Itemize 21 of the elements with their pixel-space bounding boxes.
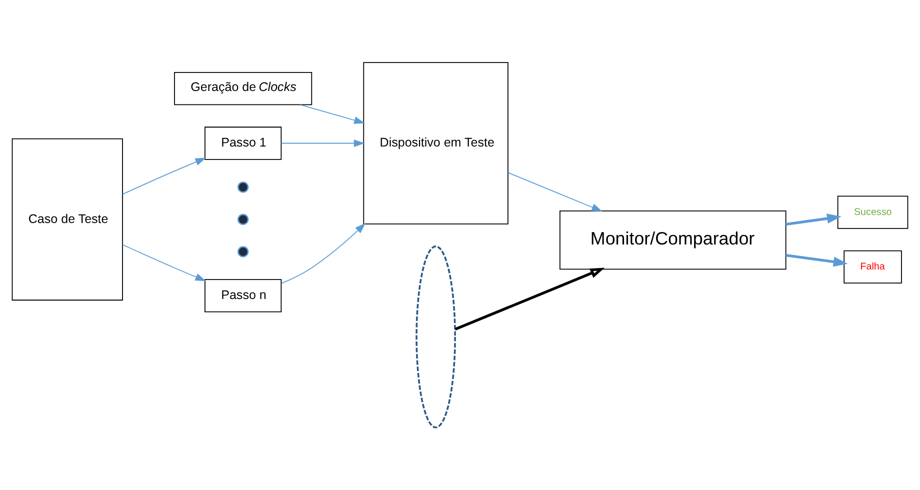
node-box: Dispositivo em Teste bbox=[363, 62, 508, 224]
node-box: Geração de Clocks bbox=[174, 72, 312, 106]
node-circle bbox=[237, 246, 249, 258]
arrow bbox=[281, 223, 366, 284]
arrow bbox=[122, 244, 206, 282]
arrow bbox=[508, 172, 602, 212]
arrow bbox=[786, 254, 848, 267]
arrow bbox=[280, 140, 365, 148]
node-circle bbox=[237, 214, 249, 226]
node-box: Passo n bbox=[204, 279, 282, 312]
node-ellipse bbox=[416, 245, 456, 428]
node-box: Caso de Teste bbox=[12, 138, 123, 301]
arrow bbox=[300, 104, 365, 124]
node-box: Passo 1 bbox=[204, 126, 282, 160]
node-box: Sucesso bbox=[837, 196, 908, 229]
node-box: Falha bbox=[844, 250, 902, 284]
node-box: Monitor/Comparador bbox=[560, 210, 786, 270]
arrow bbox=[786, 214, 842, 226]
node-circle bbox=[237, 182, 249, 193]
arrow bbox=[122, 158, 206, 195]
arrow bbox=[454, 268, 605, 331]
